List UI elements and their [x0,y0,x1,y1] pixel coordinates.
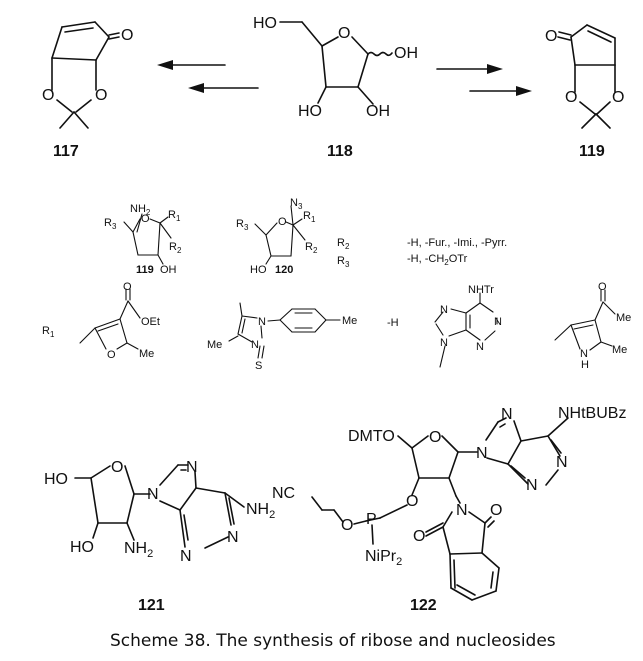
carbonyl-oxygen: O [123,281,132,293]
pyrrole-nitrogen: N [580,348,588,360]
diisopropylamino: NiPr2 [365,548,402,568]
compound-122: DMTO O O N NHtBUBz N N N NC O P NiPr2 N … [272,405,626,614]
phthalimide-oxygen-lower: O [413,528,425,545]
compound-118: HO O OH HO OH 118 [253,15,418,160]
compound-119: O O O 119 [545,24,624,160]
phthalimide-nitrogen: N [456,502,468,519]
aryl-methyl: Me [342,315,357,327]
ring-oxygen: O [141,213,150,225]
hydroxyl-top: HO [253,15,277,32]
thione-sulfur: S [255,360,262,372]
compound-label-122: 122 [410,597,437,614]
r3-substituent: R3 [104,217,117,231]
ketone-oxygen: O [121,27,133,44]
glycosidic-nitrogen: N [147,486,159,503]
imidazolethione-structure: N N S Me Me [207,302,357,372]
r3-legend-label: R3 [337,255,350,269]
anomeric-hydroxyl: OH [394,45,418,62]
compound-label-117: 117 [53,143,79,160]
phosphorus: P [366,511,377,528]
compound-label-121: 121 [138,597,165,614]
ring-oxygen: O [338,25,350,42]
furan-oxygen: O [107,349,116,361]
compound-label-119-small: 119 [136,264,154,276]
r3-legend-values: -H, -CH2OTr [407,253,468,267]
pyrimidine-nitrogen-bottom: N [526,477,538,494]
compound-119-aminosugar: NH2 R3 O R1 R2 OH 119 [104,203,182,276]
r2-legend-values: -H, -Fur., -Imi., -Pyrr. [407,237,507,249]
hydroxyl-group: OH [160,264,177,276]
hydroxyl-bottom-right: OH [366,103,390,120]
r3-substituent: R3 [236,218,249,232]
r2-substituent: R2 [305,241,318,255]
acetyl-oxygen: O [598,281,607,293]
amine-group: NH2 [130,203,151,217]
compound-label-120: 120 [275,264,293,276]
phthalimide-oxygen-upper: O [490,502,502,519]
imidazole-nitrogen: N [186,459,198,476]
imidazole-nitrogen-2: N [251,339,259,351]
purine-structure: NHTr N N N N [434,284,502,368]
acetal-oxygen-left: O [565,89,577,106]
arrows-to-119 [436,64,532,96]
hydroxyl-bottom-left: HO [298,103,322,120]
phosphite-oxygen: O [406,493,418,510]
r2-substituent: R2 [169,241,182,255]
imidazole-nitrogen-1: N [258,316,266,328]
ring-oxygen: O [278,216,287,228]
purine-nitrogen-3: N [440,304,448,316]
trityl-amine: NHTr [468,284,494,296]
ketone-oxygen: O [545,28,557,45]
hydroxyl-top: HO [44,471,68,488]
dmt-ether: DMTO [348,428,395,445]
acetal-oxygen-left: O [42,87,54,104]
scheme-caption: Scheme 38. The synthesis of ribose and n… [110,631,556,651]
r1-substituent: R1 [168,209,181,223]
compound-120-azidosugar: N3 R3 O R1 R2 HO 120 [236,197,318,276]
cyano-group: NC [272,485,295,502]
purine-nitrogen-2: N [476,341,484,353]
r1-substituent: R1 [303,210,316,224]
purine-nitrogen-1: N [494,316,502,328]
r2-legend-label: R2 [337,237,350,251]
acetal-oxygen-right: O [612,89,624,106]
hydrogen-option: -H [387,317,399,329]
pyrimidine-nitrogen-bottom: N [180,548,192,565]
ethoxy-group: OEt [141,316,160,328]
protected-amine: NHtBUBz [558,405,626,422]
azide-group: N3 [290,197,303,211]
pyrimidine-nitrogen-right: N [556,454,568,471]
pyrrole-structure: O Me Me N H [554,281,631,371]
imidazole-nitrogen: N [501,406,513,423]
compound-label-119: 119 [579,143,605,160]
compound-label-118: 118 [327,143,353,160]
n-methyl: Me [207,339,222,351]
ring-oxygen: O [429,429,441,446]
base-amine: NH2 [246,501,275,521]
furan-ester-structure: O OEt O Me [79,281,160,361]
arrows-to-117 [157,60,259,93]
hydroxyl-bottom: HO [70,539,94,556]
substituent-legend: R2 R3 -H, -Fur., -Imi., -Pyrr. -H, -CH2O… [337,237,507,269]
r1-structures: R1 O OEt O Me [42,281,631,372]
hydroxyl-group: HO [250,264,267,276]
pyrrole-hydrogen: H [581,359,589,371]
compound-121: HO O HO NH2 N N NH2 N N 121 [44,459,275,614]
r1-legend-label: R1 [42,325,55,339]
acetyl-methyl: Me [616,312,631,324]
compound-117: O O O 117 [42,21,133,160]
pyrimidine-nitrogen-right: N [227,529,239,546]
ester-oxygen: O [341,517,353,534]
ring-oxygen: O [111,459,123,476]
sugar-amine: NH2 [124,540,153,560]
glycosidic-nitrogen: N [476,445,488,462]
purine-nitrogen-4: N [440,337,448,349]
methyl-group: Me [139,348,154,360]
pyrrole-methyl: Me [612,344,627,356]
acetal-oxygen-right: O [95,87,107,104]
